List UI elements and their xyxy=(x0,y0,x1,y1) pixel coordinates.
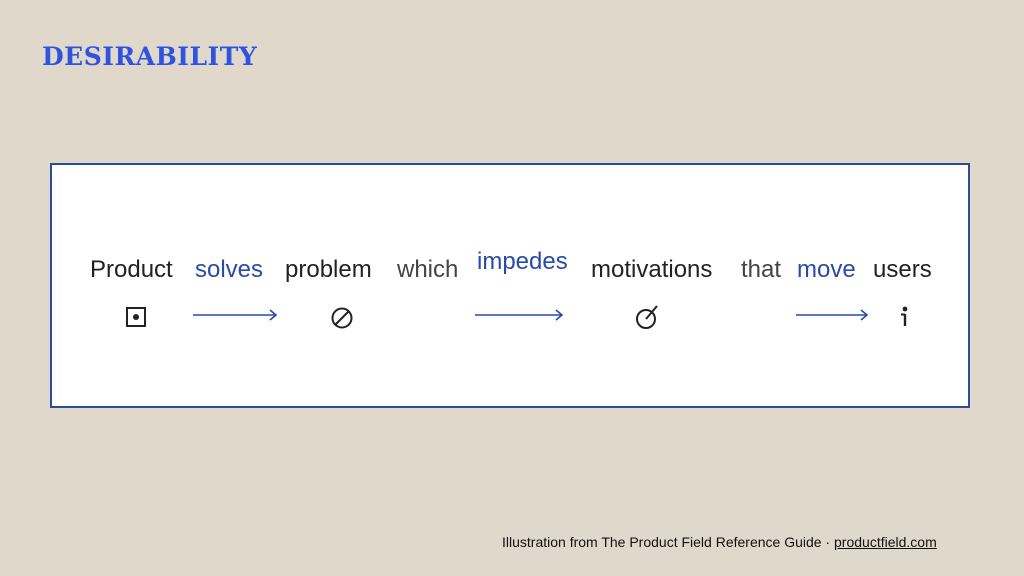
page-title: DESIRABILITY xyxy=(42,42,258,71)
user-person-icon xyxy=(901,306,908,326)
footer-text: Illustration from The Product Field Refe… xyxy=(502,534,835,550)
word-motivations: motivations xyxy=(591,256,713,283)
word-problem: problem xyxy=(285,256,372,283)
word-product: Product xyxy=(90,256,173,283)
word-users: users xyxy=(873,256,932,283)
word-solves: solves xyxy=(195,256,264,283)
product-square-dot-icon xyxy=(126,307,146,327)
arrow-move xyxy=(796,309,869,321)
footer-attribution: Illustration from The Product Field Refe… xyxy=(502,534,937,550)
word-that: that xyxy=(741,256,782,283)
diagram-panel xyxy=(50,163,970,408)
word-impedes: impedes xyxy=(477,248,568,275)
arrow-solves xyxy=(193,309,278,321)
word-move: move xyxy=(797,256,856,283)
motivation-circle-arrow-icon xyxy=(636,305,658,329)
footer-link[interactable]: productfield.com xyxy=(834,534,937,550)
prohibition-icon xyxy=(331,307,353,329)
word-which: which xyxy=(397,256,459,283)
arrow-impedes xyxy=(475,309,564,321)
